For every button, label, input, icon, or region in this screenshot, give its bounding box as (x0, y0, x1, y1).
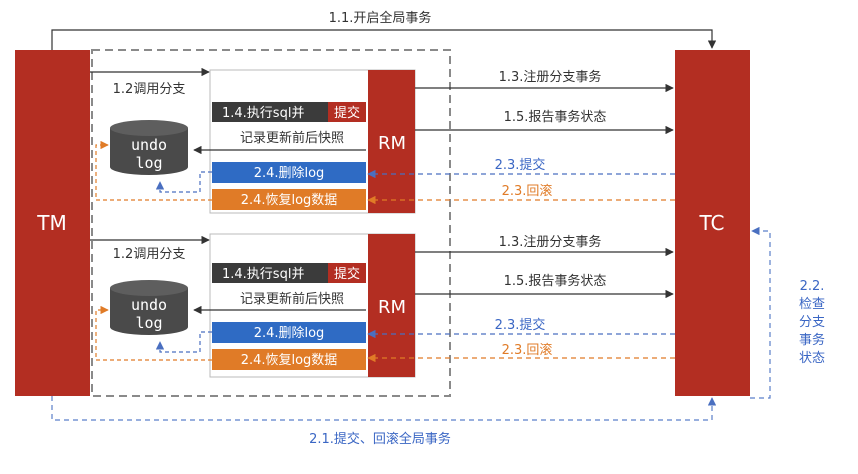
exec-sql-commit-label: 提交 (334, 266, 360, 282)
service-boundary (91, 49, 451, 397)
restore-log-label: 2.4.恢复log数据 (241, 193, 338, 208)
commit-label: 2.3.提交 (495, 157, 546, 173)
check-status-arrow (750, 226, 771, 399)
delete-log-bar (212, 162, 366, 183)
check-status-label: 2.2. 检查 分支 事务 状态 (799, 279, 825, 366)
log-text: log (135, 154, 162, 172)
report-status-label: 1.5.报告事务状态 (504, 109, 607, 125)
exec-sql-label: 1.4.执行sql并 (222, 267, 304, 282)
rm-box (368, 234, 415, 377)
delete-log-label: 2.4.删除log (254, 166, 325, 181)
report-status-label: 1.5.报告事务状态 (504, 273, 607, 289)
delete-log-label: 2.4.删除log (254, 326, 325, 341)
open-global-label: 1.1.开启全局事务 (329, 10, 432, 26)
restore-log-bar (212, 349, 366, 370)
call-branch-label: 1.2调用分支 (113, 247, 186, 262)
restore-log-arrow (95, 140, 212, 201)
record-snapshot-label: 记录更新前后快照 (240, 130, 344, 146)
rm-box (368, 70, 415, 213)
delete-log-bar (212, 322, 366, 343)
tm-label: TM (36, 211, 66, 235)
register-branch-label: 1.3.注册分支事务 (499, 69, 602, 85)
rollback-label: 2.3.回滚 (502, 342, 553, 358)
rm-label: RM (378, 133, 406, 154)
rollback-label: 2.3.回滚 (502, 183, 553, 199)
call-branch-label: 1.2调用分支 (113, 82, 186, 97)
branch-2: RM 1.2调用分支 1.4.执行sql并 提交 记录更新前后快照 2.4.删除… (90, 233, 675, 378)
delete-log-arrow (155, 171, 212, 193)
undo-log-db: undo log (110, 120, 188, 175)
tc-box (675, 50, 750, 396)
tc-label: TC (698, 211, 724, 235)
restore-log-bar (212, 189, 366, 210)
commit-label: 2.3.提交 (495, 317, 546, 333)
svg-text:状态: 状态 (799, 351, 825, 366)
global-commit-arrow (51, 396, 717, 421)
exec-sql-bar (212, 102, 366, 122)
record-snapshot-label: 记录更新前后快照 (240, 291, 344, 307)
svg-text:事务: 事务 (799, 332, 825, 348)
exec-sql-commit-label: 提交 (334, 105, 360, 121)
exec-sql-label: 1.4.执行sql并 (222, 106, 304, 121)
svg-text:分支: 分支 (799, 315, 825, 330)
branch-1: RM 1.2调用分支 1.4.执行sql并 提交 记录更新前后快照 2.4.删除… (90, 67, 675, 214)
exec-sql-commit-tag (328, 102, 366, 122)
svg-text:2.2.: 2.2. (800, 279, 825, 294)
register-branch-label: 1.3.注册分支事务 (499, 234, 602, 250)
delete-log-arrow (155, 331, 212, 353)
restore-log-label: 2.4.恢复log数据 (241, 353, 338, 368)
undo-log-db: undo log (110, 280, 188, 335)
log-text: log (135, 314, 162, 332)
global-commit-label: 2.1.提交、回滚全局事务 (309, 431, 451, 447)
undo-text: undo (131, 136, 167, 154)
exec-sql-commit-tag (328, 263, 366, 283)
restore-log-arrow (95, 305, 212, 361)
rm-label: RM (378, 297, 406, 318)
undo-text: undo (131, 296, 167, 314)
exec-sql-bar (212, 263, 366, 283)
open-global-arrow (51, 29, 717, 50)
tm-box (15, 50, 90, 396)
svg-text:检查: 检查 (799, 297, 825, 312)
